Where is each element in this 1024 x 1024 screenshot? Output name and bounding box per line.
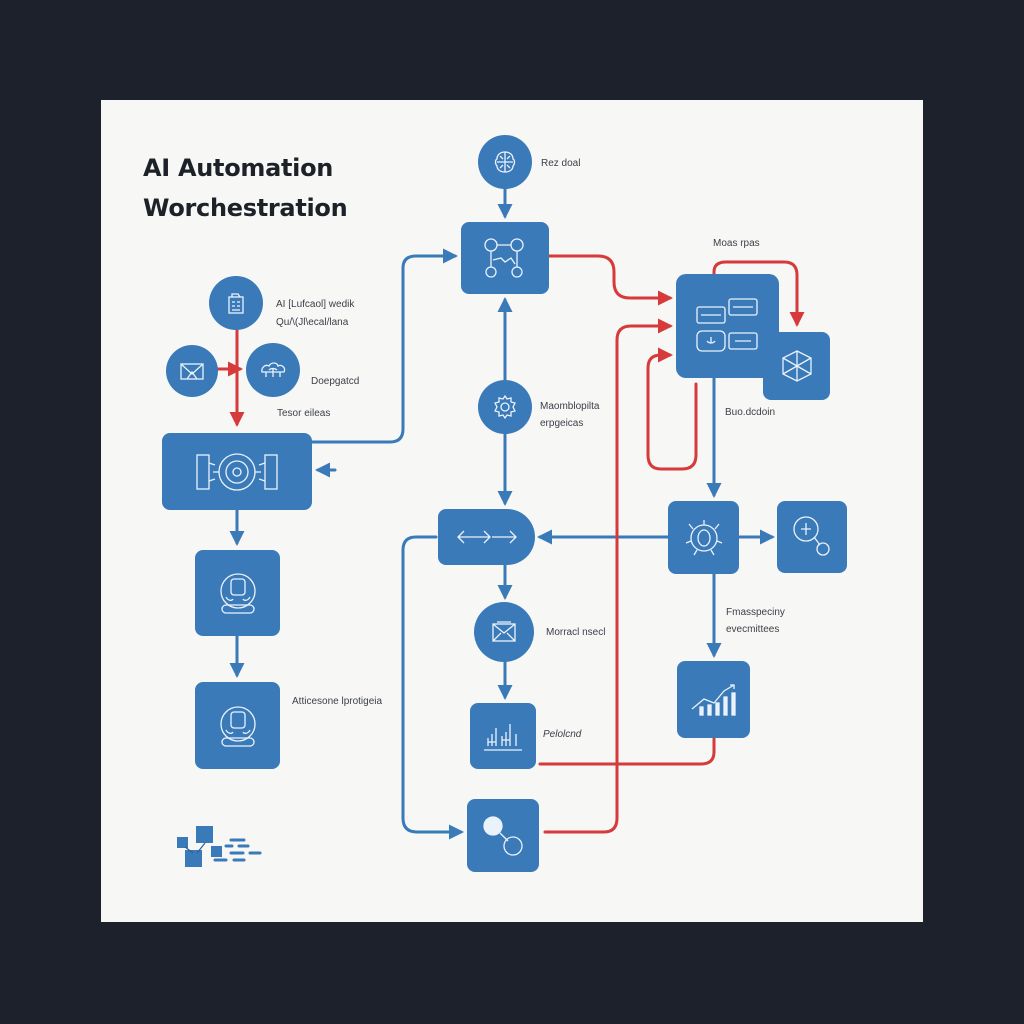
growth-chart-icon [691,683,736,716]
magnifier-icon [793,516,830,556]
connection-node[interactable] [467,799,539,872]
edge-graph-dashboard [547,254,673,306]
growth-label-1: Fmasspeciny [726,607,785,618]
gear-label-2: erpgeicas [540,418,584,429]
router-node[interactable] [438,509,535,565]
cloud-node[interactable] [246,343,300,397]
clipboard-node[interactable] [209,276,263,330]
connection-icon [483,815,523,856]
agent-node-2[interactable] [195,682,280,769]
flow-logo-icon [177,826,262,867]
title-line-2: Worchestration [143,194,348,222]
gear-icon [494,394,516,420]
goal-label: Rez doal [541,158,581,169]
cube-icon [781,350,812,382]
person-icon [219,705,256,747]
bar-chart-label: Pelolcnd [543,729,582,740]
cloud-label: Doepgatcd [311,376,360,387]
bar-chart-node[interactable] [470,703,536,769]
cube-node[interactable] [763,332,830,400]
brain-icon [494,151,516,173]
search-node[interactable] [777,501,847,573]
growth-chart-node[interactable] [677,661,750,738]
clipboard-label-2: Qu/\(Jl\ecal/lana [276,317,349,328]
cell-node[interactable] [668,501,739,574]
title-line-1: AI Automation [143,154,334,182]
edge-dashboard-cube [712,260,805,327]
gear-label-1: Maomblopilta [540,401,600,412]
dashboard-output-label: Buo.dcdoin [725,407,776,418]
edge-loop-dashboard [646,347,698,471]
envelope-icon [492,621,516,642]
clipboard-label-1: AI [Lufcaol] wedik [276,299,355,310]
message-node[interactable] [474,602,534,662]
person-icon [219,573,256,614]
clipboard-icon [228,293,244,314]
mail-icon [180,363,204,380]
edge-connect-dashboard [543,318,673,834]
cell-icon [685,519,722,555]
message-label: Morracl nsecl [546,627,606,638]
gear-node[interactable] [478,380,532,434]
features-label: Tesor eileas [277,408,331,419]
edge-growth-dashboard [538,736,716,766]
edge-router-connect [401,535,464,840]
dashboard-node[interactable] [676,274,779,378]
agent-2-label: Atticesone lprotigeia [292,696,383,707]
dashboard-icon [695,298,758,352]
cloud-network-icon [261,362,286,377]
bidirectional-arrow-icon [456,530,517,544]
growth-label-2: evecmittees [726,624,780,635]
engine-icon [196,452,278,491]
network-graph-icon [484,238,524,278]
email-node[interactable] [166,345,218,397]
network-graph-node[interactable] [461,222,549,294]
bar-chart-icon [484,724,522,751]
agent-node-1[interactable] [195,550,280,636]
edge-engine-graph [310,248,458,444]
goal-node[interactable] [478,135,532,189]
diagram-title: AI Automation Worchestration [143,148,348,228]
dashboard-label: Moas rpas [713,238,760,249]
engine-node[interactable] [162,433,312,510]
